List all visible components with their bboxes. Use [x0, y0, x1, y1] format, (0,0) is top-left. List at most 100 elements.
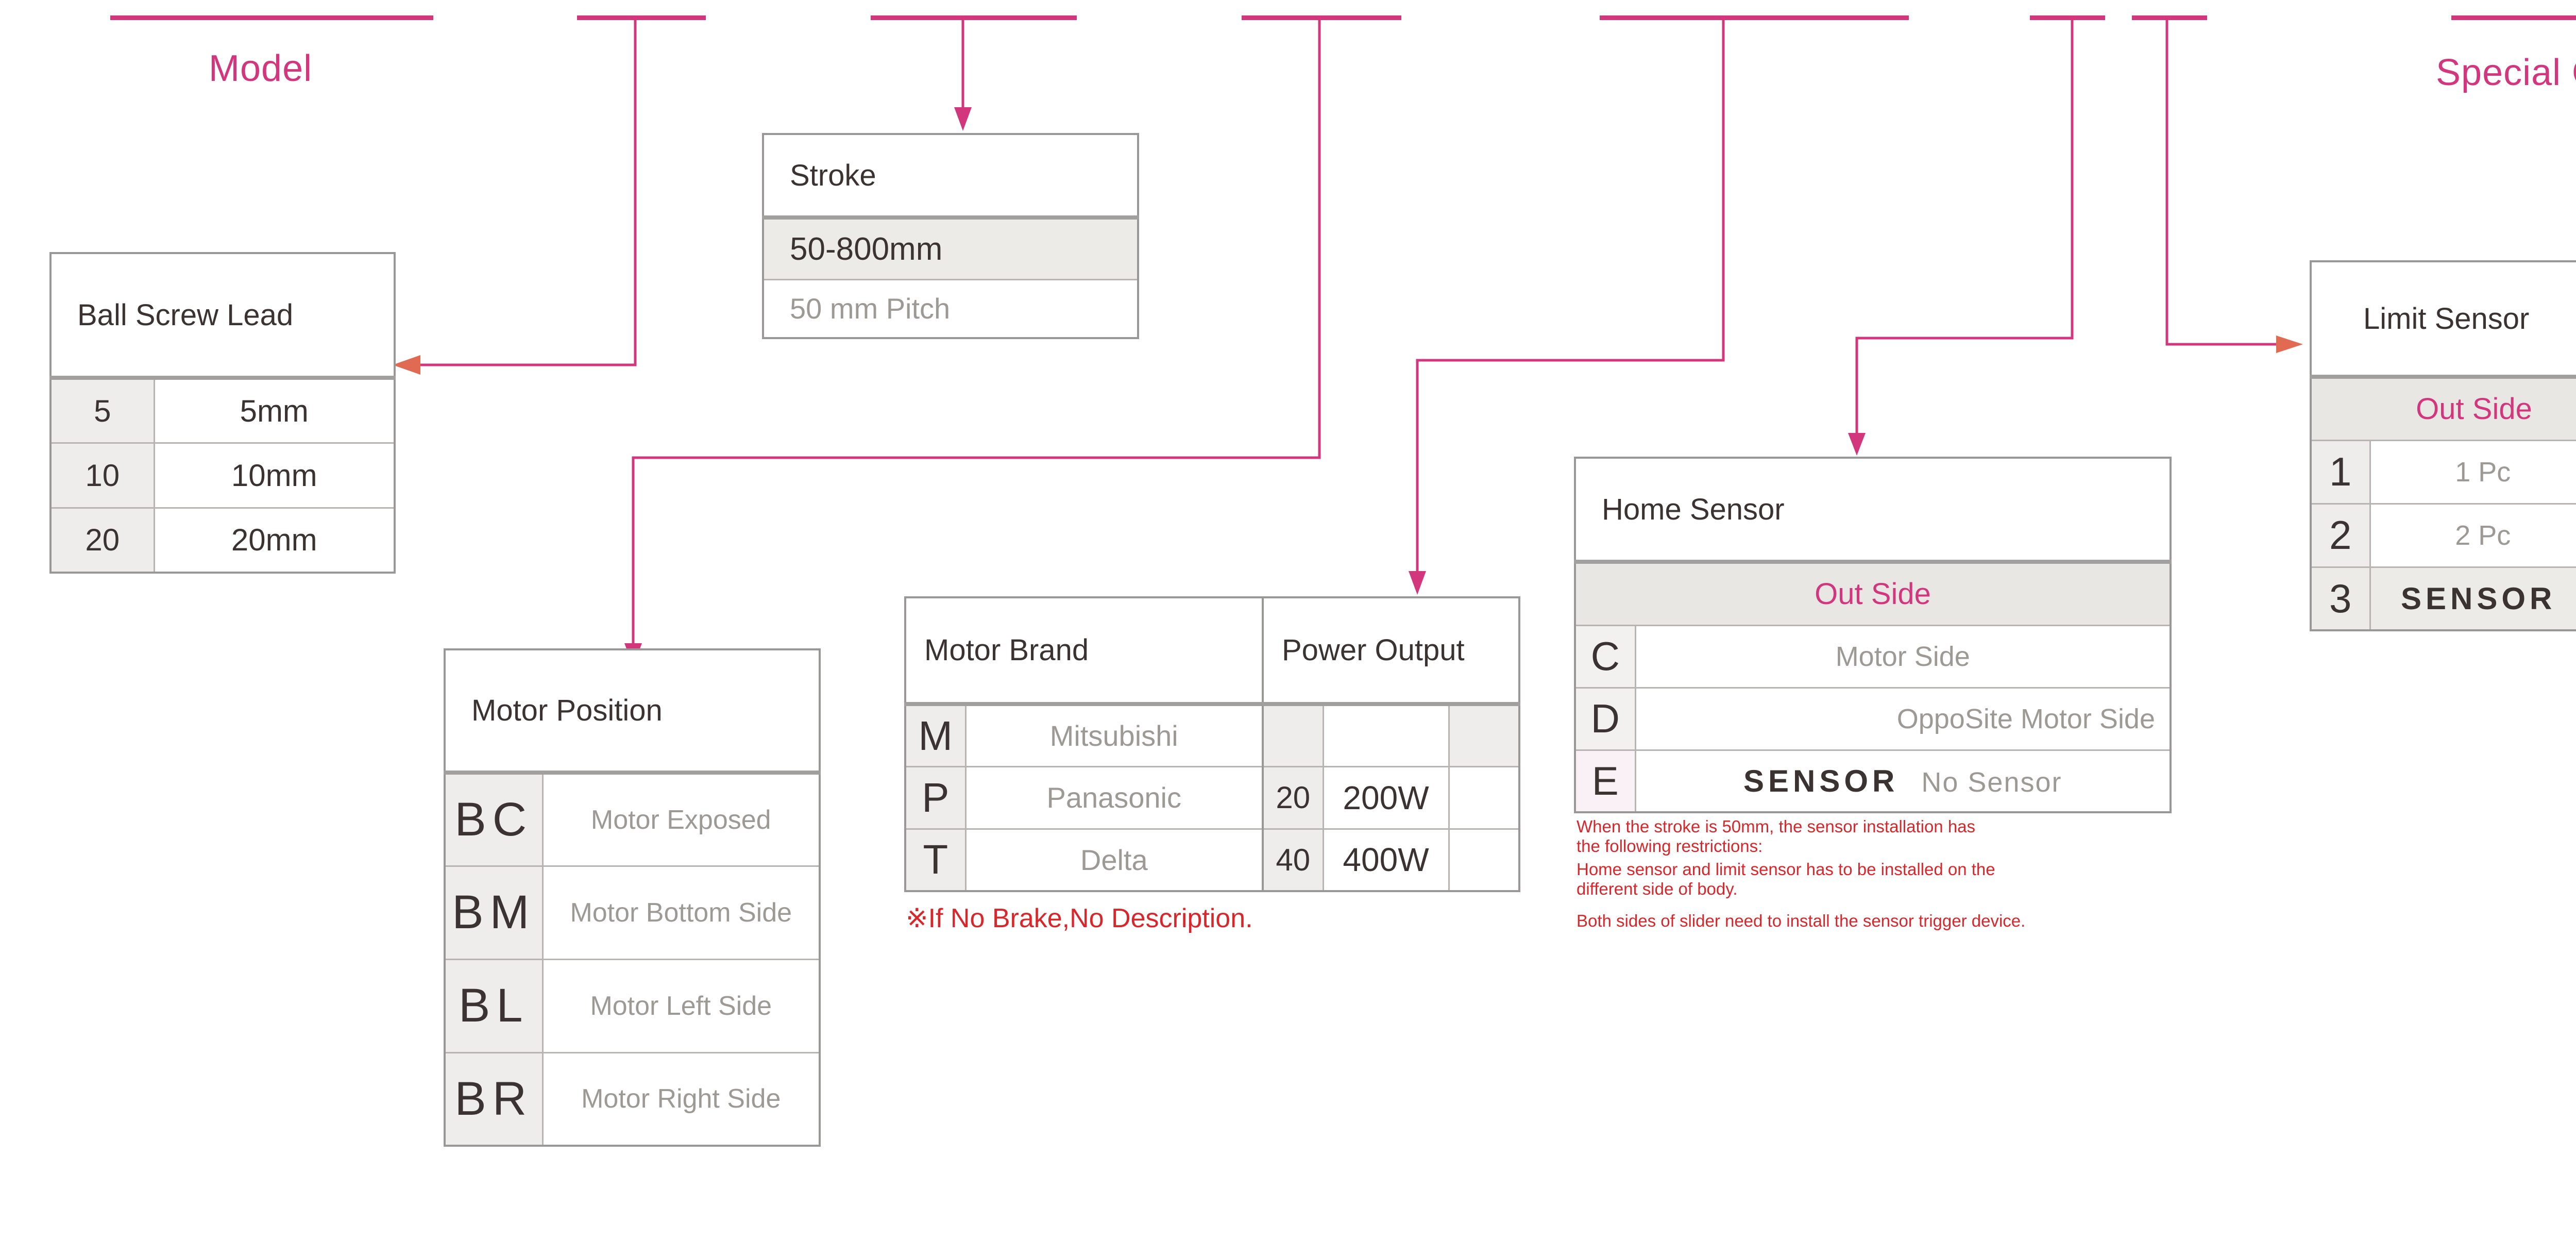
option-value: Motor Right Side [541, 1051, 821, 1147]
motor-brand-power-output-table: Motor Brand Power Output M Mitsubishi P … [904, 596, 1520, 892]
option-code: BL [444, 958, 544, 1053]
connector-ball-screw-lead [420, 20, 637, 366]
option-code: 10 [49, 442, 155, 509]
power-value: 200W [1322, 765, 1450, 830]
option-value: Motor Bottom Side [541, 865, 821, 960]
note-line: the following restrictions: [1577, 836, 1763, 856]
brand-name: Delta [964, 828, 1264, 892]
sensor-restriction-rule2: Both sides of slider need to install the… [1577, 911, 2066, 931]
connector-motor-position [632, 20, 1321, 644]
table-row: E SENSOR No Sensor [1574, 749, 2172, 813]
arrowhead-stroke [954, 107, 972, 131]
power-value: 400W [1322, 828, 1450, 892]
arrowhead-ball-screw-lead [393, 355, 420, 375]
option-code: BC [444, 772, 544, 867]
code-segment-home-sensor [2030, 15, 2105, 20]
option-code: 3 [2310, 566, 2371, 631]
option-code: BM [444, 865, 544, 960]
sensor-restriction-rule1: Home sensor and limit sensor has to be i… [1577, 860, 2066, 899]
table-row: 1 1 Pc [2310, 439, 2576, 505]
empty-cell [1448, 703, 1520, 767]
option-value: Motor Left Side [541, 958, 821, 1053]
option-value: OppoSite Motor Side [1634, 687, 2172, 751]
table-row: D OppoSite Motor Side [1574, 687, 2172, 751]
ball-screw-lead-title: Ball Screw Lead [49, 252, 396, 380]
code-segment-power-output [1600, 15, 1909, 20]
sensor-word: SENSOR [1743, 763, 1899, 798]
table-row: 50 mm Pitch [762, 278, 1139, 339]
option-value: 5mm [153, 377, 396, 444]
table-row: 2 2 Pc [2310, 503, 2576, 568]
code-segment-ball-screw-lead [577, 15, 706, 20]
arrowhead-home-sensor [1848, 433, 1866, 456]
option-code: 20 [49, 507, 155, 574]
option-value: Motor Exposed [541, 772, 821, 867]
table-row: M Mitsubishi [904, 703, 1520, 767]
brake-note: ※If No Brake,No Description. [906, 903, 1253, 933]
table-row: 10 10mm [49, 442, 396, 509]
option-code: 5 [49, 377, 155, 444]
power-code: 40 [1262, 828, 1324, 892]
limit-sensor-title: Limit Sensor [2310, 260, 2576, 379]
power-code [1262, 703, 1324, 767]
option-code: P [904, 765, 967, 830]
code-segment-model [110, 15, 433, 20]
motor-brand-title: Motor Brand [904, 596, 1264, 706]
table-row: C Motor Side [1574, 624, 2172, 689]
arrowhead-limit-sensor [2276, 336, 2303, 353]
code-segment-stroke [871, 15, 1077, 20]
option-value: Motor Side [1634, 624, 2172, 689]
stroke-title: Stroke [762, 133, 1139, 220]
note-line: different side of body. [1577, 879, 1738, 898]
empty-cell [1448, 828, 1520, 892]
table-row: BM Motor Bottom Side [444, 865, 821, 960]
stroke-range: 50-800mm [762, 216, 1139, 280]
power-code: 20 [1262, 765, 1324, 830]
table-row: BC Motor Exposed [444, 772, 821, 867]
power-value [1322, 703, 1450, 767]
empty-cell [1448, 765, 1520, 830]
option-code: T [904, 828, 967, 892]
code-segment-limit-sensor [2132, 15, 2207, 20]
option-value: 20mm [153, 507, 396, 574]
option-code: 2 [2310, 503, 2371, 568]
ball-screw-lead-table: Ball Screw Lead 5 5mm 10 10mm 20 20mm [49, 252, 396, 574]
home-sensor-side-subheader: Out Side [1574, 561, 2172, 626]
power-output-title: Power Output [1262, 596, 1520, 706]
option-value: 1 Pc [2369, 439, 2576, 505]
option-value: 2 Pc [2369, 503, 2576, 568]
sensor-restriction-intro: When the stroke is 50mm, the sensor inst… [1577, 817, 2066, 856]
brand-name: Panasonic [964, 765, 1264, 830]
option-code: C [1574, 624, 1636, 689]
option-code: D [1574, 687, 1636, 751]
note-line: When the stroke is 50mm, the sensor inst… [1577, 817, 1976, 836]
sensor-word: SENSOR [2400, 581, 2556, 616]
arrowhead-power-output [1409, 571, 1426, 595]
table-row: 5 5mm [49, 377, 396, 444]
option-code: BR [444, 1051, 544, 1147]
table-row: P Panasonic 20 200W [904, 765, 1520, 830]
home-sensor-title: Home Sensor [1574, 457, 2172, 564]
table-row: BL Motor Left Side [444, 958, 821, 1053]
special-order-label: Special Order No. [2436, 52, 2576, 93]
stroke-table: Stroke 50-800mm 50 mm Pitch [762, 133, 1139, 339]
table-row: BR Motor Right Side [444, 1051, 821, 1147]
motor-position-title: Motor Position [444, 648, 821, 775]
table-row: 50-800mm [762, 216, 1139, 280]
connector-power-output [1416, 20, 1725, 572]
code-segment-motor-position [1242, 15, 1401, 20]
note-line: Both sides of slider need to install the… [1577, 911, 2026, 930]
stroke-pitch: 50 mm Pitch [762, 278, 1139, 339]
option-code: M [904, 703, 967, 767]
limit-sensor-side-subheader: Out Side [2310, 376, 2576, 441]
option-code: E [1574, 749, 1636, 813]
connector-home-sensor [1855, 20, 2074, 434]
no-sensor-label: No Sensor [1921, 766, 2062, 798]
option-value: SENSOR No Sensor [1634, 749, 2172, 813]
model-label: Model [209, 48, 313, 89]
option-value: 10mm [153, 442, 396, 509]
connector-limit-sensor [2165, 20, 2277, 346]
note-line: Home sensor and limit sensor has to be i… [1577, 860, 1995, 879]
